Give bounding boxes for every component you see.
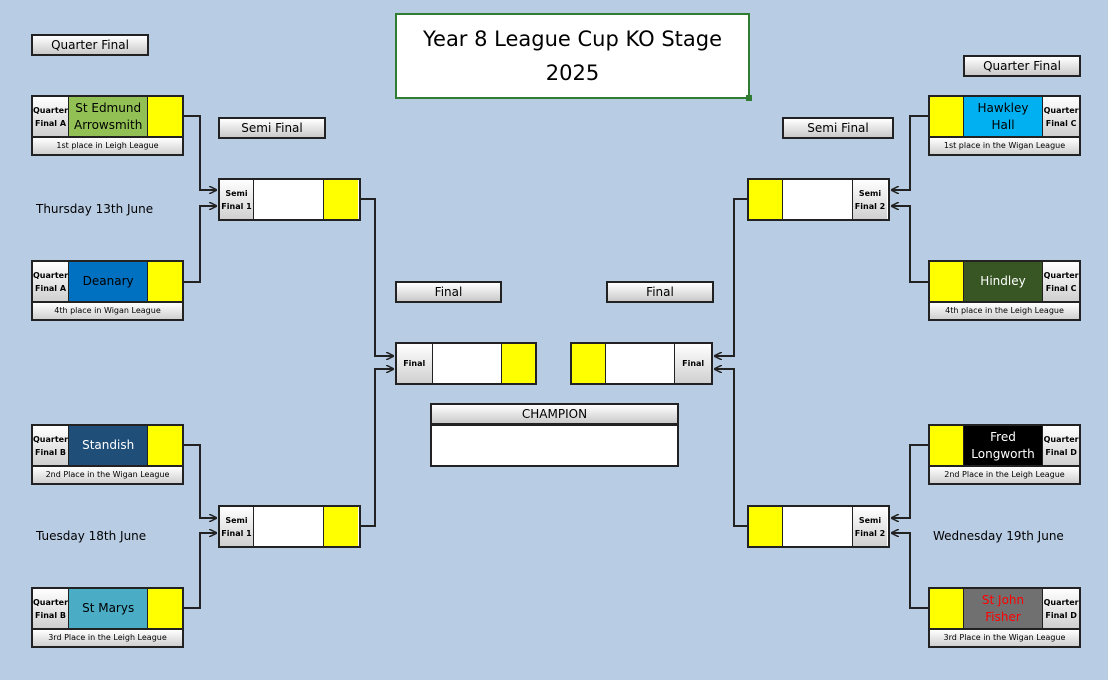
date-left-bottom: Tuesday 18th June [36, 529, 147, 543]
connector-line [184, 444, 216, 518]
resize-handle[interactable] [746, 95, 752, 101]
champion-cell[interactable] [430, 424, 679, 467]
score-cell[interactable] [324, 180, 358, 219]
title-box: Year 8 League Cup KO Stage 2025 [395, 13, 752, 101]
date-right-bottom: Wednesday 19th June [933, 529, 1064, 543]
final-left-box: Final [395, 342, 537, 385]
qf-left-header: Quarter Final [31, 34, 149, 56]
connector-line [184, 533, 216, 609]
date-left-top: Thursday 13th June [36, 202, 154, 216]
score-cell[interactable] [930, 589, 964, 628]
score-cell[interactable] [148, 97, 182, 136]
final-left-header: Final [395, 281, 502, 303]
team-name-cell[interactable] [254, 180, 324, 219]
team-name-cell[interactable] [783, 507, 853, 546]
qf-sub-label: 2nd Place in the Wigan League [31, 467, 184, 485]
score-cell[interactable] [148, 426, 182, 465]
team-name-cell: Hindley [963, 262, 1044, 301]
score-cell[interactable] [148, 262, 182, 301]
score-cell[interactable] [572, 344, 606, 383]
sf-left-header: Semi Final [218, 117, 326, 139]
score-cell[interactable] [749, 507, 783, 546]
qf-right-header: Quarter Final [963, 55, 1081, 77]
team-name-cell[interactable] [605, 344, 676, 383]
qf-sub-label: 1st place in the Wigan League [928, 138, 1081, 156]
score-cell[interactable] [930, 97, 964, 136]
title-line-2: 2025 [545, 61, 600, 85]
qf-sub-label: 4th place in Wigan League [31, 303, 184, 321]
connector-line [361, 369, 393, 527]
connector-line [715, 369, 747, 527]
connector-line [184, 115, 216, 190]
final-right-header: Final [606, 281, 714, 303]
team-name-cell[interactable] [432, 344, 502, 383]
connector-line [361, 198, 393, 356]
qf-sub-label: 4th place in the Leigh League [928, 303, 1081, 321]
connector-line [892, 115, 928, 190]
final-tag: Final [675, 344, 711, 383]
connector-line [715, 198, 747, 356]
score-cell[interactable] [930, 262, 964, 301]
team-name-cell[interactable] [254, 507, 324, 546]
qf-sub-label: 3rd Place in the Wigan League [928, 630, 1081, 648]
score-cell[interactable] [324, 507, 358, 546]
connector-line [892, 206, 928, 283]
qf-sub-label: 3rd Place in the Leigh League [31, 630, 184, 648]
connector-line [892, 533, 928, 609]
qf-sub-label: 1st place in Leigh League [31, 138, 184, 156]
title-line-1: Year 8 League Cup KO Stage [422, 27, 722, 51]
score-cell[interactable] [930, 426, 964, 465]
team-name-cell: Hawkley Hall [963, 97, 1044, 136]
connector-line [892, 444, 928, 518]
score-cell[interactable] [148, 589, 182, 628]
team-name-cell[interactable] [783, 180, 853, 219]
sf-right-header: Semi Final [782, 117, 894, 139]
connector-line [184, 206, 216, 283]
score-cell[interactable] [749, 180, 783, 219]
team-name-cell: Standish [69, 426, 149, 465]
score-cell[interactable] [501, 344, 535, 383]
qf-sub-label: 2nd Place in the Leigh League [928, 467, 1081, 485]
team-name-cell: Deanary [69, 262, 149, 301]
final-tag: Final [397, 344, 433, 383]
team-name-cell: St Marys [69, 589, 149, 628]
final-right-box: Final [570, 342, 713, 385]
